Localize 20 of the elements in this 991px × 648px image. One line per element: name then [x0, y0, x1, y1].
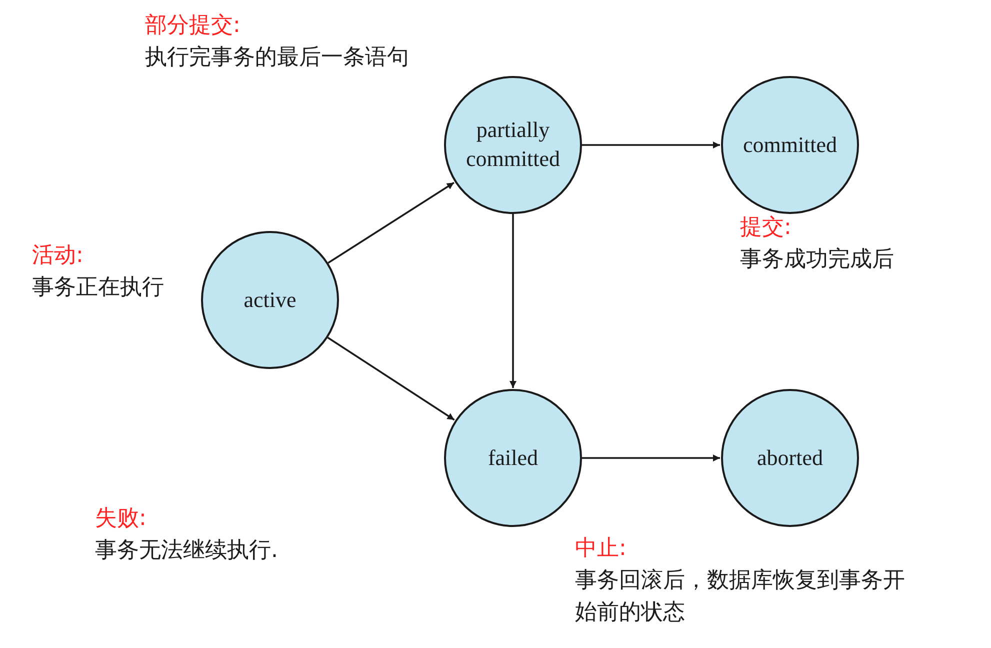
state-label: active	[242, 286, 298, 314]
state-label: partially committed	[464, 116, 562, 173]
arrow	[510, 214, 516, 388]
annotation-heading: 活动:	[32, 242, 84, 270]
arrow	[328, 182, 454, 264]
arrow	[582, 454, 720, 462]
annotation-text: 执行完事务的最后一条语句	[145, 44, 410, 72]
state-label: committed	[742, 130, 838, 159]
annotation-heading: 提交:	[740, 214, 792, 242]
annotation-text: 事务正在执行	[32, 274, 165, 302]
state-label: failed	[486, 444, 540, 472]
arrow	[327, 336, 455, 421]
annotation-heading: 失败:	[95, 505, 148, 533]
annotation-heading: 中止:	[575, 535, 628, 563]
annotation-text: 事务无法继续执行.	[95, 536, 279, 565]
state-label: aborted	[756, 444, 824, 472]
arrow	[582, 142, 720, 148]
annotation-heading: 部分提交:	[145, 12, 242, 40]
annotation-text: 事务回滚后，数据库恢复到事务开始前的状态	[575, 566, 906, 627]
annotation-text: 事务成功完成后	[740, 246, 895, 274]
